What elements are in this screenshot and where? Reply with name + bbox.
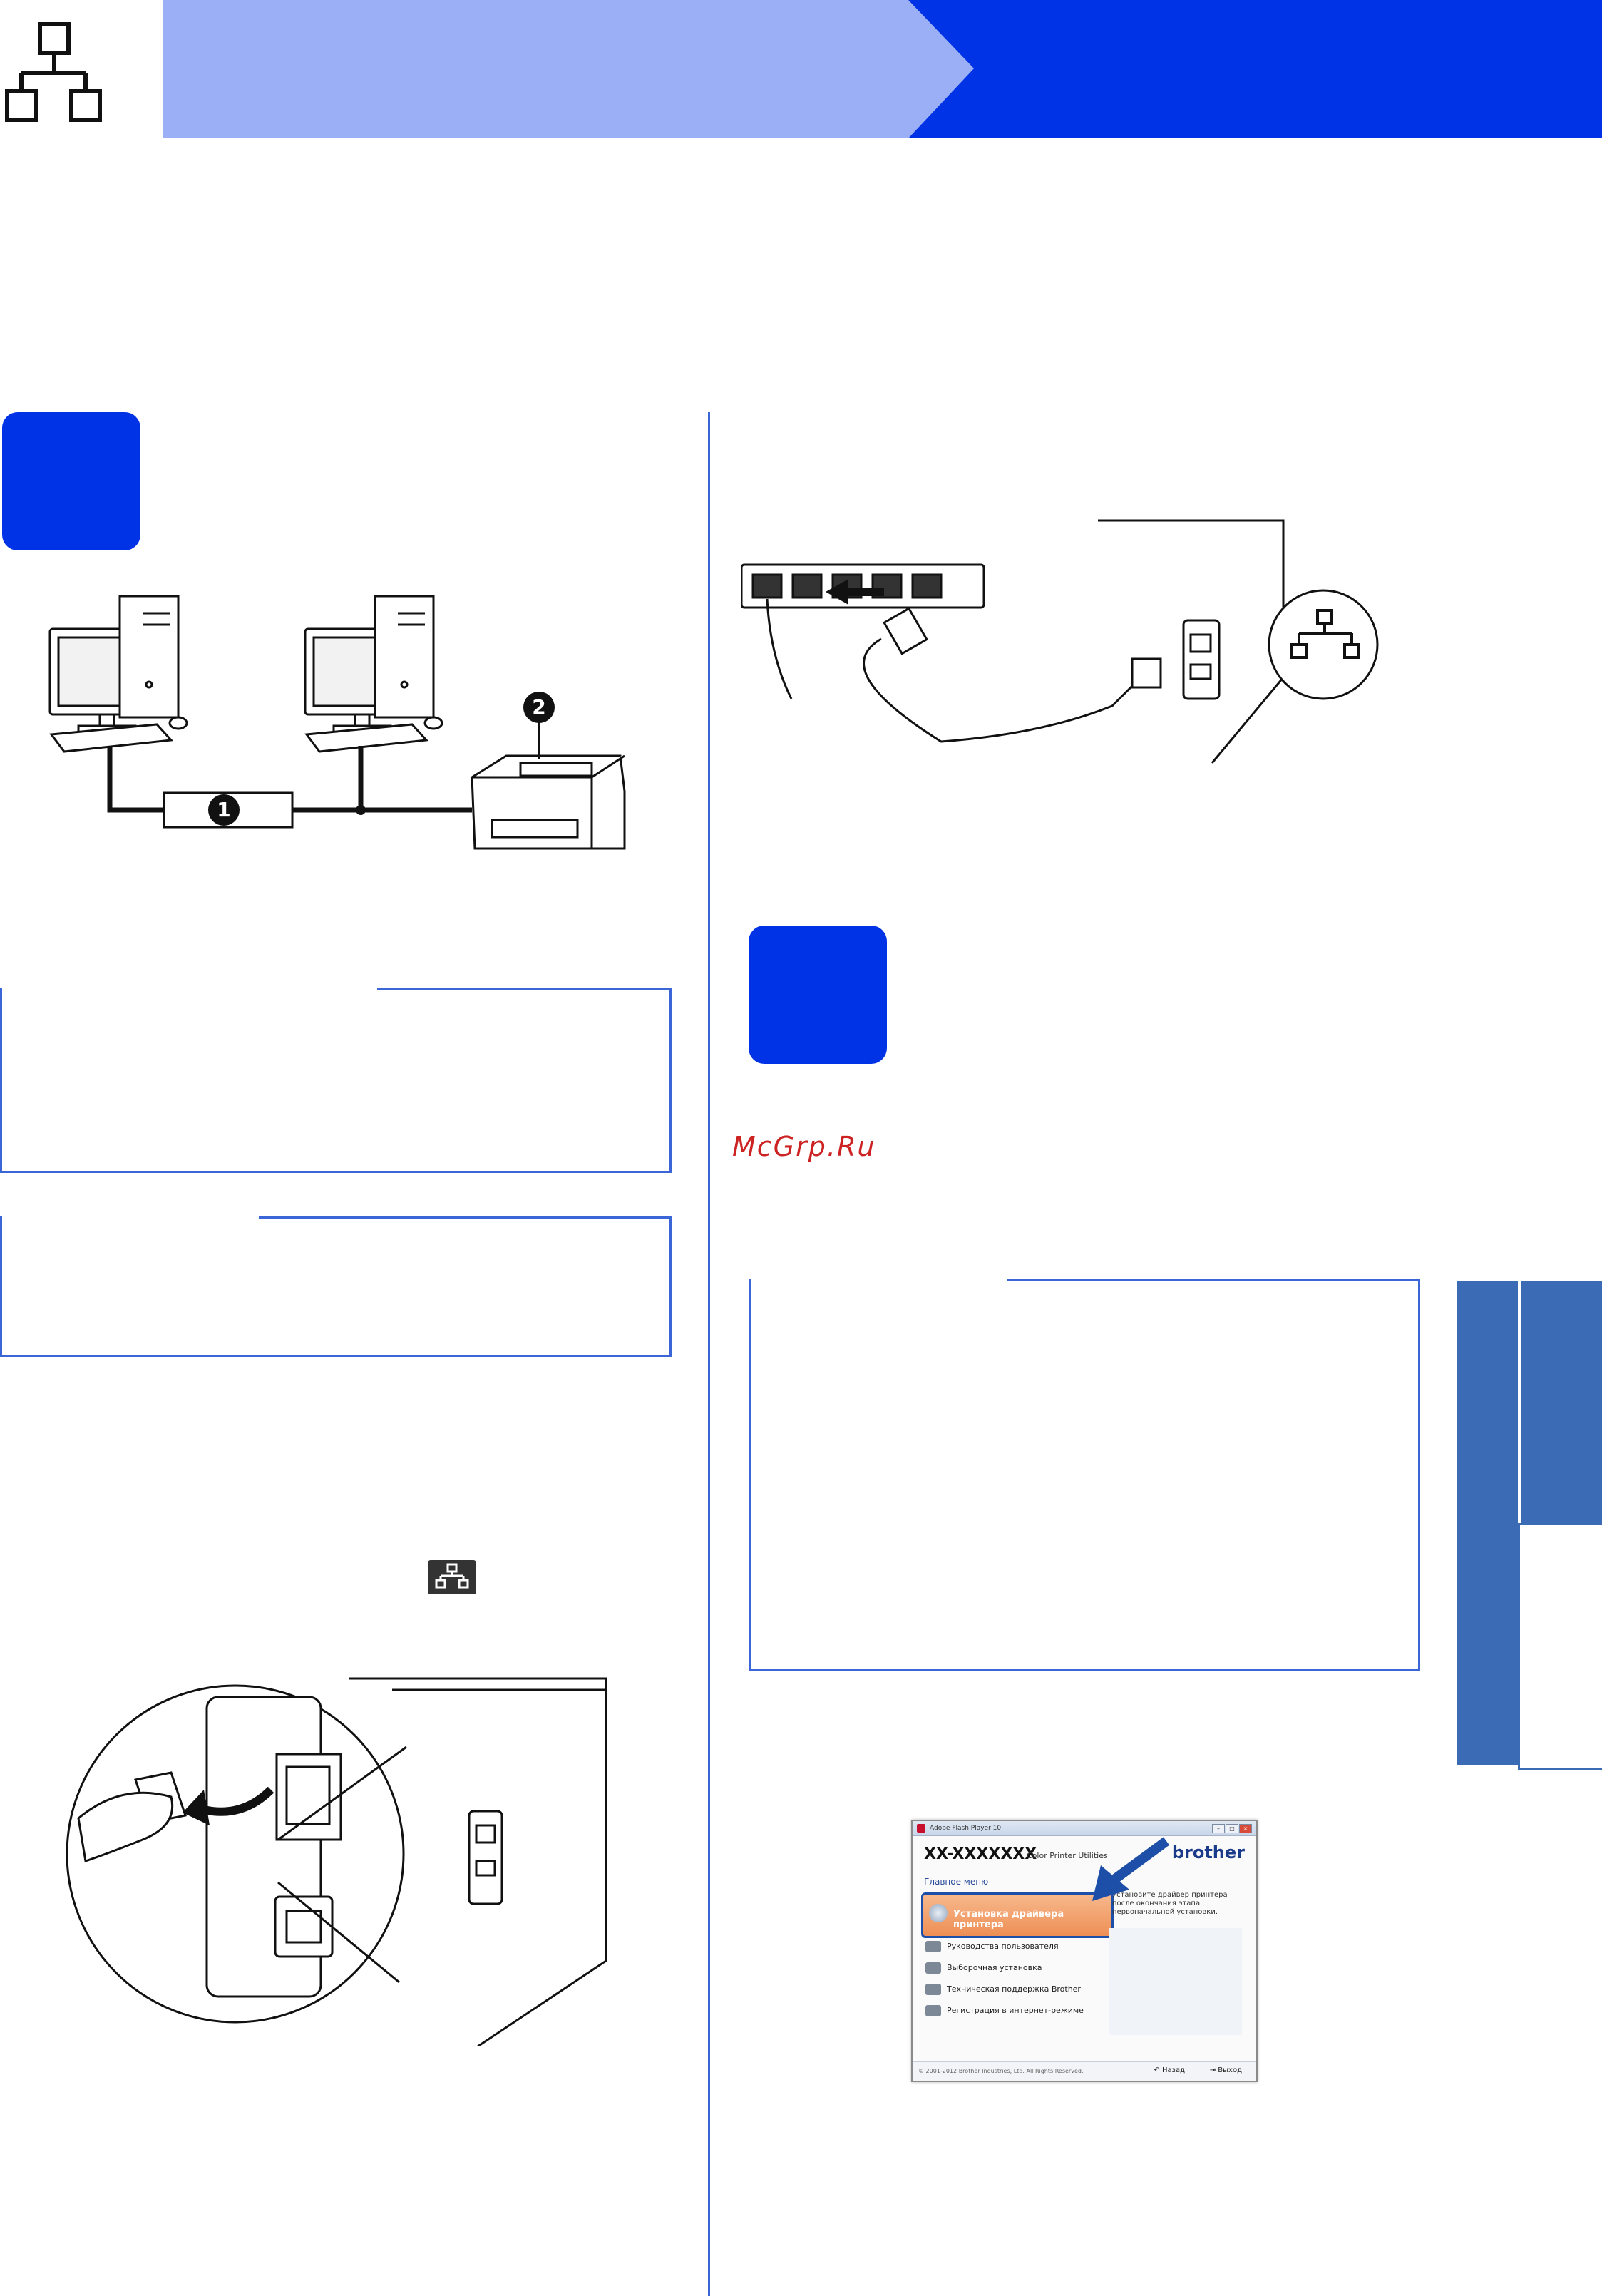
remove-port-cap-illustration xyxy=(66,1677,607,2046)
registration-icon xyxy=(925,2005,941,2016)
menu-item-custom-install[interactable]: Выборочная установка xyxy=(925,1961,1042,1975)
header-band xyxy=(163,0,1602,138)
window-footer: © 2001-2012 Brother Industries, Ltd. All… xyxy=(913,2061,1256,2081)
window-title: Adobe Flash Player 10 xyxy=(930,1825,1002,1832)
product-subtitle: Color Printer Utilities xyxy=(1027,1851,1108,1860)
flash-app-icon xyxy=(917,1824,925,1833)
side-tab-lower xyxy=(1518,1523,1602,1770)
step-badge-a xyxy=(2,412,140,550)
maximize-icon[interactable]: □ xyxy=(1226,1824,1238,1833)
copyright-text: © 2001-2012 Brother Industries, Ltd. All… xyxy=(918,2068,1084,2074)
step-badge-b xyxy=(749,926,887,1064)
back-button[interactable]: ↶ Назад xyxy=(1154,2066,1185,2074)
window-titlebar: Adobe Flash Player 10 – □ × xyxy=(913,1821,1256,1836)
column-divider xyxy=(708,412,710,2296)
side-tab-upper xyxy=(1521,1281,1602,1523)
menu-item-label: Регистрация в интернет-режиме xyxy=(947,2006,1084,2015)
note-box-1 xyxy=(0,988,672,1173)
books-icon xyxy=(925,1941,941,1952)
installer-window: Adobe Flash Player 10 – □ × XX-XXXXXXX C… xyxy=(911,1820,1258,2082)
close-icon[interactable]: × xyxy=(1239,1824,1252,1833)
minimize-icon[interactable]: – xyxy=(1212,1824,1225,1833)
callout-1: 1 xyxy=(208,794,240,826)
model-name: XX-XXXXXXX xyxy=(924,1845,1037,1863)
gears-icon xyxy=(925,1962,941,1974)
menu-item-label: Руководства пользователя xyxy=(947,1942,1059,1951)
description-pane xyxy=(1109,1928,1242,2035)
support-icon xyxy=(925,1984,941,1995)
network-diagram xyxy=(48,595,626,850)
note-box-3 xyxy=(749,1279,1420,1671)
main-menu-title: Главное меню xyxy=(924,1877,989,1887)
disc-icon xyxy=(929,1904,948,1922)
exit-label: Выход xyxy=(1218,2066,1242,2074)
note-box-2 xyxy=(0,1216,672,1357)
router-cable-illustration xyxy=(741,519,1379,764)
menu-item-label: Выборочная установка xyxy=(947,1963,1042,1972)
description-text: Установите драйвер принтера после оконча… xyxy=(1112,1891,1228,1916)
install-driver-button[interactable]: Установка драйвера принтера xyxy=(921,1892,1114,1938)
menu-item-user-guides[interactable]: Руководства пользователя xyxy=(925,1939,1059,1954)
network-port-icon xyxy=(428,1560,476,1594)
wired-network-icon xyxy=(5,22,102,122)
menu-item-registration[interactable]: Регистрация в интернет-режиме xyxy=(925,2004,1084,2018)
menu-item-support[interactable]: Техническая поддержка Brother xyxy=(925,1982,1081,1997)
watermark-text: McGrp.Ru xyxy=(732,1131,876,1162)
install-driver-label: Установка драйвера принтера xyxy=(953,1909,1064,1930)
brand-logo: brother xyxy=(1171,1843,1245,1862)
exit-button[interactable]: ⇥ Выход xyxy=(1209,2066,1242,2074)
menu-item-label: Техническая поддержка Brother xyxy=(947,1984,1081,1994)
back-label: Назад xyxy=(1161,2066,1185,2074)
pointer-arrow xyxy=(1092,1837,1170,1901)
side-tab-dark xyxy=(1457,1281,1518,1765)
callout-2: 2 xyxy=(523,692,555,723)
